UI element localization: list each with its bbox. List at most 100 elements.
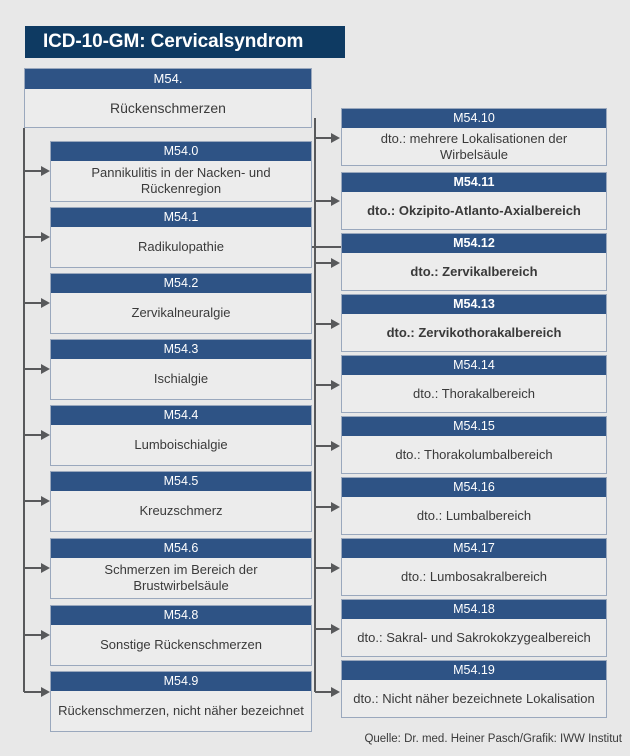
node-m540: M54.0 Pannikulitis in der Nacken- und Rü… (50, 141, 312, 202)
arrow-line-m5419 (315, 691, 331, 693)
node-m543: M54.3 Ischialgie (50, 339, 312, 400)
arrow-line-m5413 (315, 323, 331, 325)
node-m541-label: Radikulopathie (137, 239, 224, 254)
node-m540-code: M54.0 (51, 142, 311, 161)
node-m549-code: M54.9 (51, 672, 311, 691)
node-m5414-label: dto.: Thorakalbereich (413, 385, 535, 401)
node-m545: M54.5 Kreuzschmerz (50, 471, 312, 532)
node-m5417-label: dto.: Lumbosakralbereich (401, 568, 547, 584)
node-m5415-label: dto.: Thorakolumbalbereich (395, 446, 553, 462)
node-m545-label: Kreuzschmerz (139, 503, 223, 518)
arrow-head-m5414 (331, 380, 340, 390)
node-m5411: M54.11 dto.: Okzipito-Atlanto-Axialberei… (341, 172, 607, 230)
arrow-head-m5418 (331, 624, 340, 634)
arrow-head-m540 (41, 166, 50, 176)
arrow-line-m544 (24, 434, 41, 436)
node-m5417: M54.17 dto.: Lumbosakralbereich (341, 538, 607, 596)
node-m5419-code: M54.19 (342, 661, 606, 680)
node-m544: M54.4 Lumboischialgie (50, 405, 312, 466)
arrow-head-m542 (41, 298, 50, 308)
node-m5412-label: dto.: Zervikalbereich (410, 263, 538, 279)
arrow-line-m5416 (315, 506, 331, 508)
node-m5416: M54.16 dto.: Lumbalbereich (341, 477, 607, 535)
arrow-head-m5419 (331, 687, 340, 697)
arrow-head-m543 (41, 364, 50, 374)
node-m5410: M54.10 dto.: mehrere Lokalisationen der … (341, 108, 607, 166)
arrow-head-m5411 (331, 196, 340, 206)
node-m5410-code: M54.10 (342, 109, 606, 128)
node-m5412-code: M54.12 (342, 234, 606, 253)
node-m5414-code: M54.14 (342, 356, 606, 375)
arrow-line-m5414 (315, 384, 331, 386)
node-m548: M54.8 Sonstige Rückenschmerzen (50, 605, 312, 666)
node-m544-code: M54.4 (51, 406, 311, 425)
arrow-head-m544 (41, 430, 50, 440)
node-m544-label: Lumboischialgie (134, 437, 228, 452)
node-m546-code: M54.6 (51, 539, 311, 558)
node-m545-code: M54.5 (51, 472, 311, 491)
node-m5410-label: dto.: mehrere Lokalisationen der Wirbels… (380, 130, 568, 162)
diagram-title-bar: ICD-10-GM: Cervicalsyndrom (25, 26, 345, 58)
node-m542-code: M54.2 (51, 274, 311, 293)
node-m546: M54.6 Schmerzen im Bereich der Brustwirb… (50, 538, 312, 599)
node-m549-label: Rückenschmerzen, nicht näher bezeichnet (58, 703, 304, 718)
node-m5419: M54.19 dto.: Nicht näher bezeichnete Lok… (341, 660, 607, 718)
arrow-head-m541 (41, 232, 50, 242)
right-branch-stub (312, 246, 348, 248)
arrow-line-m541 (24, 236, 41, 238)
node-m546-label: Schmerzen im Bereich der Brustwirbelsäul… (104, 562, 258, 593)
arrow-line-m548 (24, 634, 41, 636)
node-m5413-code: M54.13 (342, 295, 606, 314)
node-m542: M54.2 Zervikalneuralgie (50, 273, 312, 334)
arrow-head-m545 (41, 496, 50, 506)
node-root-code: M54. (25, 69, 311, 89)
node-m543-code: M54.3 (51, 340, 311, 359)
left-trunk-line (23, 128, 25, 692)
node-m5411-label: dto.: Okzipito-Atlanto-Axialbereich (367, 202, 581, 218)
arrow-head-m5412 (331, 258, 340, 268)
node-m5418-label: dto.: Sakral- und Sakrokokzygealbereich (357, 629, 591, 645)
node-m543-label: Ischialgie (153, 371, 209, 386)
source-credit: Quelle: Dr. med. Heiner Pasch/Grafik: IW… (364, 733, 622, 745)
node-m548-code: M54.8 (51, 606, 311, 625)
node-m548-label: Sonstige Rückenschmerzen (100, 637, 262, 652)
node-m5415-code: M54.15 (342, 417, 606, 436)
arrow-head-m5416 (331, 502, 340, 512)
arrow-line-m5418 (315, 628, 331, 630)
node-m542-label: Zervikalneuralgie (131, 305, 231, 320)
node-m541: M54.1 Radikulopathie (50, 207, 312, 268)
node-m5413-label: dto.: Zervikothorakalbereich (386, 324, 562, 340)
arrow-line-m545 (24, 500, 41, 502)
arrow-line-m543 (24, 368, 41, 370)
arrow-head-m5415 (331, 441, 340, 451)
arrow-head-m5417 (331, 563, 340, 573)
node-m549: M54.9 Rückenschmerzen, nicht näher bezei… (50, 671, 312, 732)
arrow-head-m549 (41, 687, 50, 697)
arrow-head-m548 (41, 630, 50, 640)
arrow-line-m540 (24, 170, 41, 172)
node-m5416-label: dto.: Lumbalbereich (416, 507, 532, 523)
arrow-line-m542 (24, 302, 41, 304)
node-m540-label: Pannikulitis in der Nacken- und Rückenre… (91, 165, 271, 196)
node-m5413: M54.13 dto.: Zervikothorakalbereich (341, 294, 607, 352)
page-title: ICD-10-GM: Cervicalsyndrom (43, 31, 304, 52)
arrow-line-m5410 (315, 137, 331, 139)
node-root-label: Rückenschmerzen (110, 100, 226, 116)
arrow-line-m5412 (315, 262, 331, 264)
node-m5417-code: M54.17 (342, 539, 606, 558)
arrow-head-m546 (41, 563, 50, 573)
node-m5414: M54.14 dto.: Thorakalbereich (341, 355, 607, 413)
node-m5419-label: dto.: Nicht näher bezeichnete Lokalisati… (353, 690, 595, 706)
node-m5411-code: M54.11 (342, 173, 606, 192)
node-m5415: M54.15 dto.: Thorakolumbalbereich (341, 416, 607, 474)
node-m5416-code: M54.16 (342, 478, 606, 497)
node-m5412: M54.12 dto.: Zervikalbereich (341, 233, 607, 291)
arrow-line-m5411 (315, 200, 331, 202)
right-trunk-line (314, 118, 316, 692)
arrow-head-m5413 (331, 319, 340, 329)
arrow-line-m5417 (315, 567, 331, 569)
node-m541-code: M54.1 (51, 208, 311, 227)
arrow-line-m5415 (315, 445, 331, 447)
arrow-head-m5410 (331, 133, 340, 143)
